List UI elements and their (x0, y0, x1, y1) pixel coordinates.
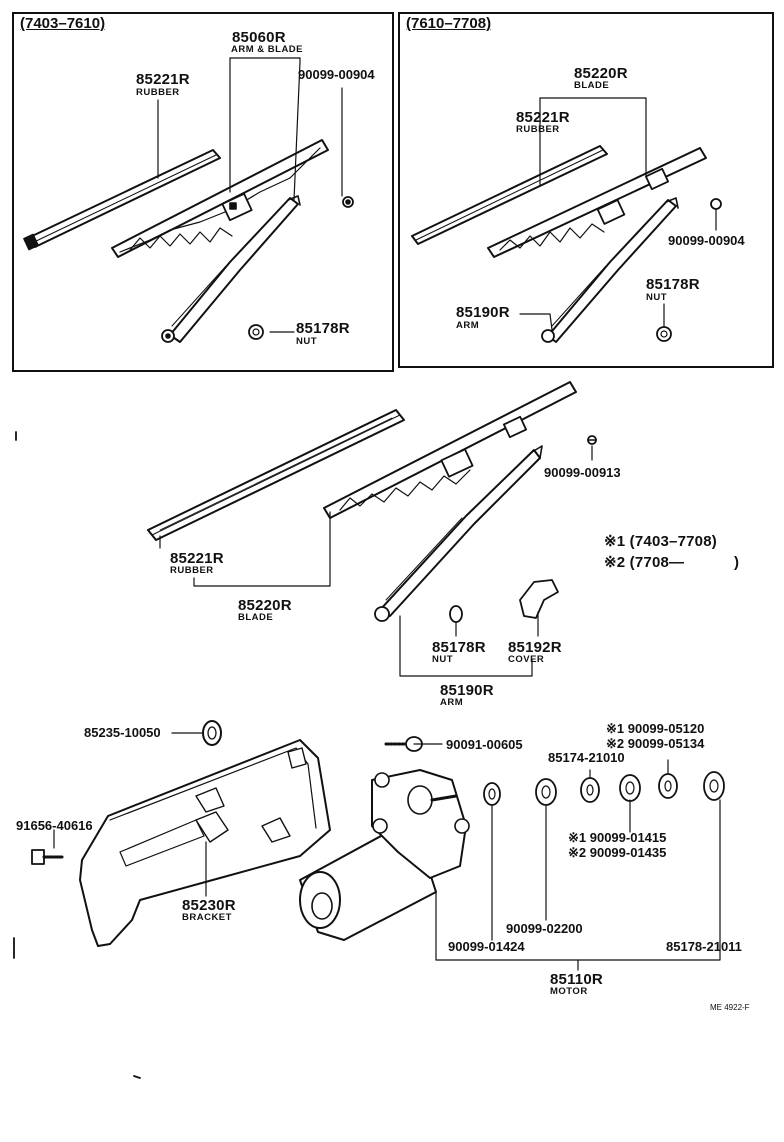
middle-nut (449, 605, 463, 623)
left-wiper-arm (161, 195, 301, 343)
nut-85178-21011-part-no: 85178-21011 (666, 939, 742, 954)
right-nut-name: NUT (646, 292, 668, 303)
washer-row (483, 771, 725, 806)
left-rubber-strip (23, 149, 221, 251)
middle-arm-part-no: 85190R (440, 682, 494, 699)
middle-nut-name: NUT (432, 654, 454, 665)
right-wiper-arm (541, 197, 679, 343)
middle-rubber-part-no: 85221R (170, 550, 224, 567)
left-small-screw (342, 196, 354, 208)
left-leader-lines (157, 57, 343, 333)
middle-wiper-arm (374, 445, 543, 622)
right-rubber-part-no: 85221R (516, 109, 570, 126)
right-small-screw (710, 198, 722, 210)
right-arm-name: ARM (456, 320, 480, 331)
left-arm-blade-name: ARM & BLADE (231, 44, 303, 55)
motor-name: MOTOR (550, 986, 588, 997)
middle-rubber-name: RUBBER (170, 565, 214, 576)
middle-small-screw (587, 435, 597, 445)
middle-cover-part-no: 85192R (508, 639, 562, 656)
spacer-1-part-no: ※1 90099-01415 (568, 830, 667, 845)
right-blade-name: BLADE (574, 80, 610, 91)
left-nut-name: NUT (296, 336, 318, 347)
left-screw-part-no: 90099-00904 (298, 67, 375, 82)
right-panel-range: (7610–7708) (406, 15, 492, 32)
motor-assembly (299, 769, 470, 941)
middle-cover (519, 579, 559, 619)
bolt-90091-part-no: 90091-00605 (446, 737, 523, 752)
motor-part-no: 85110R (550, 971, 603, 988)
bracket-part-no: 85230R (182, 897, 236, 914)
middle-screw-part-no: 90099-00913 (544, 465, 621, 480)
middle-blade-name: BLADE (238, 612, 274, 623)
middle-nut-part-no: 85178R (432, 639, 486, 656)
left-rubber-name: RUBBER (136, 87, 180, 98)
bracket-assembly (79, 739, 331, 947)
middle-arm-name: ARM (440, 697, 464, 708)
washer-90099-02200-part-no: 90099-02200 (506, 921, 583, 936)
note-2-range: ※2 (7708— (604, 554, 685, 571)
right-rubber-strip (411, 145, 608, 245)
spacer-2-part-no: ※2 90099-01435 (568, 845, 667, 860)
middle-cover-name: COVER (508, 654, 545, 665)
right-blade-part-no: 85220R (574, 65, 628, 82)
washer-2-part-no: ※2 90099-05134 (606, 736, 705, 751)
washer-1-part-no: ※1 90099-05120 (606, 721, 705, 736)
right-nut (656, 326, 672, 342)
right-leader-lines (519, 97, 717, 331)
right-rubber-name: RUBBER (516, 124, 560, 135)
bolt-91656-part-no: 91656-40616 (16, 818, 93, 833)
left-wiper-blade (111, 139, 329, 258)
washer-90099-01424-part-no: 90099-01424 (448, 939, 525, 954)
middle-leader-lines (159, 445, 593, 677)
right-nut-part-no: 85178R (646, 276, 700, 293)
middle-blade-part-no: 85220R (238, 597, 292, 614)
left-panel-frame (12, 12, 394, 372)
drawing-code: ME 4922-F (710, 1003, 750, 1012)
right-wiper-blade (487, 147, 707, 258)
bracket-name: BRACKET (182, 912, 232, 923)
note-2-close: ) (734, 554, 740, 571)
right-arm-part-no: 85190R (456, 304, 510, 321)
right-screw-part-no: 90099-00904 (668, 233, 745, 248)
bolt-91656 (31, 849, 64, 865)
grommet-part-no: 85235-10050 (84, 725, 161, 740)
left-nut-part-no: 85178R (296, 320, 350, 337)
page-marks (13, 431, 141, 1079)
left-rubber-part-no: 85221R (136, 71, 190, 88)
left-nut (248, 324, 264, 340)
seal-part-no: 85174-21010 (548, 750, 625, 765)
left-arm-blade-part-no: 85060R (232, 29, 286, 46)
note-1-range: ※1 (7403–7708) (604, 533, 717, 550)
grommet-85235 (202, 720, 222, 746)
middle-wiper-blade (323, 381, 577, 519)
left-panel-range: (7403–7610) (20, 15, 106, 32)
bottom-leader-lines (53, 732, 721, 971)
middle-rubber-strip (147, 409, 405, 541)
right-panel-frame (398, 12, 774, 368)
